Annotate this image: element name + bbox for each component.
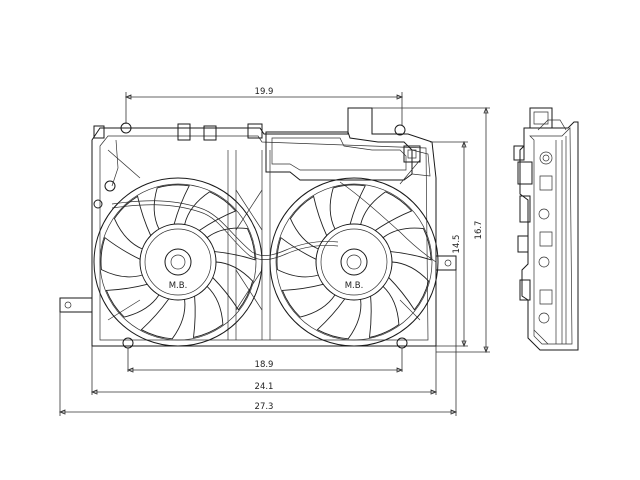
fan-blade: [276, 236, 319, 278]
fan-blade: [206, 227, 256, 261]
shroud-frame: [59, 107, 457, 349]
fan-blade: [329, 184, 366, 230]
dimension-inner-height: 14.5: [430, 140, 468, 348]
fan-blade: [382, 227, 432, 261]
fan-blade: [289, 195, 328, 250]
left-fan: M.B.: [93, 177, 263, 347]
fan-blade: [368, 286, 400, 338]
right-fan: M.B.: [269, 177, 439, 347]
side-view: [513, 107, 579, 351]
dimension-top-width-label: 19.9: [255, 87, 274, 97]
right-fan-blades: [276, 184, 432, 340]
dimension-mid-width: 24.1: [90, 346, 438, 395]
fan-blade: [212, 261, 254, 311]
dimension-inner-width-label: 18.9: [255, 360, 274, 370]
dimension-overall-width: 27.3: [58, 270, 458, 416]
fan-blade: [153, 184, 190, 230]
dimension-overall-width-label: 27.3: [255, 402, 274, 412]
left-hub-marking: M.B.: [169, 281, 188, 291]
fan-blade: [388, 261, 430, 311]
fan-blade: [113, 195, 152, 250]
dimension-overall-height-label: 16.7: [474, 221, 484, 240]
fan-blade: [140, 298, 186, 340]
left-fan-blades: [100, 184, 256, 340]
fan-blade: [360, 191, 413, 231]
fan-blade: [281, 283, 336, 318]
right-hub-marking: M.B.: [345, 281, 364, 291]
dimension-inner-width: 18.9: [126, 348, 404, 373]
dimension-mid-width-label: 24.1: [255, 382, 274, 392]
fan-blade: [105, 283, 160, 318]
fan-blade: [100, 236, 143, 278]
dimension-overall-height: 16.7: [372, 106, 490, 354]
fan-blade: [316, 298, 362, 340]
fan-blade: [184, 191, 237, 231]
dimension-inner-height-label: 14.5: [452, 235, 462, 254]
fan-blade: [192, 286, 224, 338]
dimension-top-width: 19.9: [124, 87, 404, 126]
